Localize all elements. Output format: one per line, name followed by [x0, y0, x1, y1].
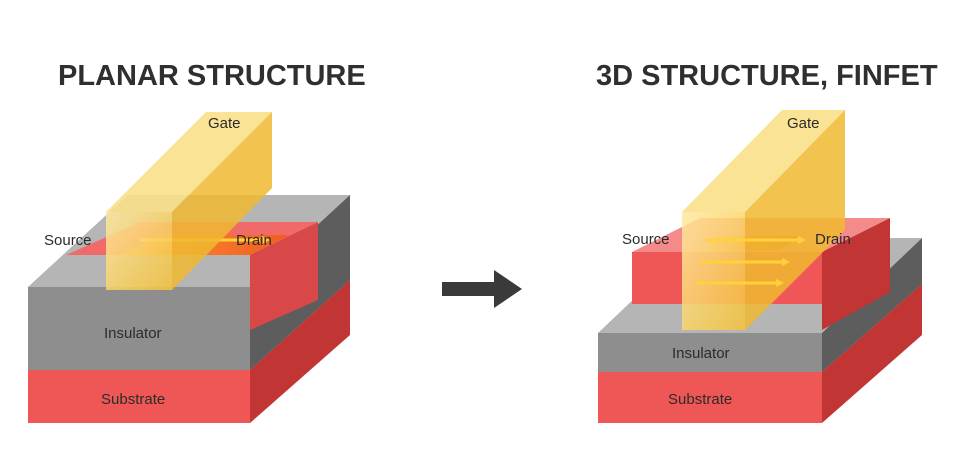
planar-source-label: Source	[44, 232, 92, 249]
planar-substrate-label: Substrate	[101, 391, 165, 408]
planar-insulator-label: Insulator	[104, 325, 162, 342]
finfet-gate	[682, 110, 845, 330]
planar-gate-label: Gate	[208, 115, 241, 132]
finfet-gate-label: Gate	[787, 115, 820, 132]
planar-title: PLANAR STRUCTURE	[58, 60, 366, 92]
finfet-drain-label: Drain	[815, 231, 851, 248]
finfet-insulator-label: Insulator	[672, 345, 730, 362]
planar-diagram: PLANAR STRUCTURE Gate Source	[28, 60, 366, 423]
finfet-title: 3D STRUCTURE, FINFET	[596, 60, 938, 92]
finfet-diagram: 3D STRUCTURE, FINFET	[596, 60, 938, 423]
planar-gate	[106, 112, 272, 290]
planar-drain-label: Drain	[236, 232, 272, 249]
finfet-current-arrows	[696, 236, 806, 287]
right-arrow-icon	[442, 270, 522, 308]
finfet-source-label: Source	[622, 231, 670, 248]
planar-current-arrowhead	[262, 236, 270, 244]
finfet-substrate-label: Substrate	[668, 391, 732, 408]
